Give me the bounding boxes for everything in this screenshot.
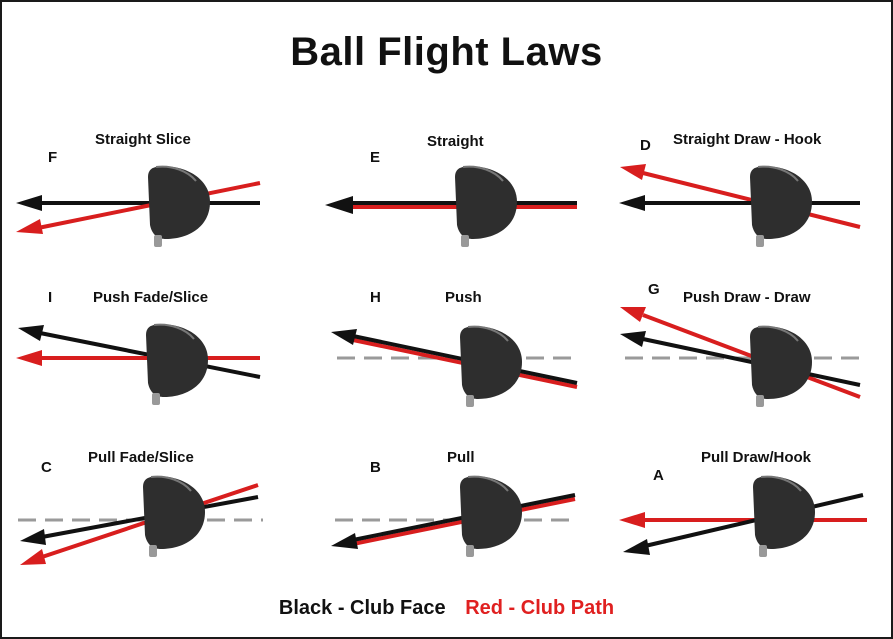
- panel-a: A Pull Draw/Hook: [605, 445, 893, 605]
- club-face-arrowhead: [331, 329, 357, 345]
- panel-h: H Push: [315, 285, 605, 445]
- panel-title: Pull Draw/Hook: [701, 449, 812, 466]
- shot-diagram: [331, 475, 577, 557]
- panel-letter: D: [640, 137, 651, 154]
- club-head-icon: [146, 323, 208, 405]
- club-path-arrowhead: [16, 219, 43, 234]
- club-face-arrowhead: [16, 195, 42, 211]
- shot-diagram: [331, 325, 578, 407]
- panel-title: Straight: [427, 133, 484, 150]
- club-path-arrowhead: [620, 307, 646, 322]
- club-path-arrowhead: [619, 512, 645, 528]
- panel-letter: H: [370, 289, 381, 306]
- panel-title: Push Draw - Draw: [683, 289, 811, 306]
- panel-letter: B: [370, 459, 381, 476]
- diagram-title: Ball Flight Laws: [290, 30, 603, 74]
- club-face-arrowhead: [619, 195, 645, 211]
- legend: Black - Club Face Red - Club Path: [0, 597, 893, 620]
- panel-i: I Push Fade/Slice: [8, 285, 298, 445]
- panel-b: B Pull: [315, 445, 605, 605]
- panel-d: D Straight Draw - Hook: [605, 125, 893, 285]
- club-head-icon: [460, 475, 522, 557]
- shot-diagram: [16, 165, 261, 247]
- legend-club-face: Black - Club Face: [278, 597, 446, 619]
- club-head-icon: [460, 325, 522, 407]
- panel-letter: A: [653, 467, 664, 484]
- club-path-line: [37, 181, 261, 230]
- panel-c: C Pull Fade/Slice: [8, 445, 298, 605]
- panel-letter: C: [41, 459, 52, 476]
- panel-title: Push Fade/Slice: [93, 289, 209, 306]
- club-face-line: [644, 493, 864, 548]
- shot-diagram: [16, 323, 261, 405]
- panel-letter: F: [48, 149, 58, 166]
- club-head-icon: [750, 165, 812, 247]
- panel-title: Straight Slice: [95, 131, 191, 148]
- club-face-arrowhead: [623, 539, 650, 555]
- club-head-icon: [148, 165, 210, 247]
- club-head-icon: [455, 165, 517, 247]
- panel-title: Pull Fade/Slice: [88, 449, 194, 466]
- club-face-arrowhead: [325, 196, 353, 214]
- panel-title: Push: [445, 289, 482, 306]
- panel-letter: E: [370, 149, 381, 166]
- club-path-arrowhead: [620, 164, 646, 180]
- shot-diagram: [619, 164, 861, 247]
- panel-title: Pull: [447, 449, 475, 466]
- legend-club-path: Red - Club Path: [465, 597, 615, 619]
- panel-letter: I: [48, 289, 53, 306]
- club-path-arrowhead: [16, 350, 42, 366]
- shot-diagram: [620, 307, 867, 407]
- shot-diagram: [619, 475, 867, 557]
- club-path-arrowhead: [20, 549, 46, 565]
- panel-letter: G: [648, 281, 660, 298]
- club-face-arrowhead: [331, 533, 358, 549]
- club-head-icon: [750, 325, 812, 407]
- panel-e: E Straight: [315, 125, 605, 285]
- panel-g: G Push Draw - Draw: [605, 281, 893, 445]
- club-head-icon: [143, 475, 205, 557]
- panel-title: Straight Draw - Hook: [673, 131, 822, 148]
- club-face-arrowhead: [18, 325, 44, 341]
- club-face-arrowhead: [620, 331, 646, 347]
- club-face-arrowhead: [20, 529, 46, 545]
- shot-diagram: [18, 475, 263, 565]
- club-head-icon: [753, 475, 815, 557]
- panel-f: F Straight Slice: [8, 125, 298, 285]
- shot-diagram: [325, 165, 577, 247]
